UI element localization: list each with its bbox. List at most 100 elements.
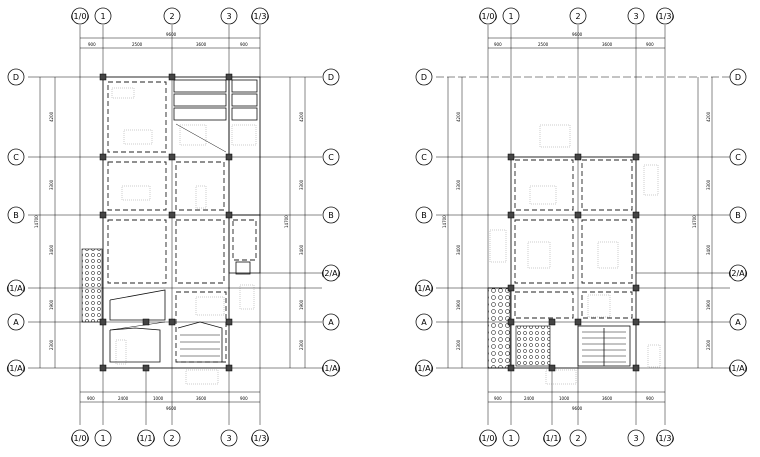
left-floor-plan [28,25,322,425]
left-right-dim-1: 4200 [299,111,304,122]
right-side-dim-4: 1900 [456,299,461,310]
left-top-axis-3: 2 [169,12,174,21]
left-side-dim-2: 3300 [49,179,54,190]
left-side-axis-bubbles: D C B (1/A) A (1/A) [6,68,26,377]
right-side-total: 14700 [442,215,447,228]
left-side-dim-4: 1900 [49,299,54,310]
right-side-axis-bubbles: D C B (1/A) A (1/A) [414,68,434,377]
right-bottom-total: 9600 [572,406,583,411]
right-top-dim-2: 2500 [538,42,549,47]
left-rebar-notes [111,87,257,385]
left-columns [99,73,233,372]
right-right-axis-3: B [735,211,741,220]
left-side-axis-3: B [13,211,19,220]
left-right-dim-2: 3300 [299,179,304,190]
left-bottom-total: 9600 [166,406,177,411]
left-right-axis-2: C [328,153,334,162]
right-right-dim-4: 1900 [706,299,711,310]
left-grid-lines [28,25,322,425]
right-bottom-axis-5: 3 [633,434,638,443]
left-top-axis-2: 1 [100,12,105,21]
left-top-dim-1: 900 [88,42,96,47]
right-stair [577,325,631,367]
left-side-axis-1: D [13,73,19,82]
right-bottom-dim-5: 900 [646,396,654,401]
right-right-axis-extra: (2/A) [728,269,748,278]
right-side-axis-3: B [421,211,427,220]
right-top-dim-3: 3600 [602,42,613,47]
right-bottom-axis-bubbles: (1/0) 1 (1/1) 2 3 (1/3) [478,429,675,447]
left-axis-bubbles: (1/0) 1 2 3 (1/3) (1/0) 1 (1/1) 2 3 (1/3… [6,7,341,447]
left-hatched-area [81,248,103,323]
right-bottom-axis-6: (1/3) [655,434,674,443]
left-bottom-dim-1: 900 [87,396,95,401]
left-bottom-axis-5: 3 [226,434,231,443]
right-axis-bubbles: (1/0) 1 2 3 (1/3) (1/0) 1 (1/1) 2 3 (1/3… [414,7,748,447]
left-right-dim-5: 2300 [299,339,304,350]
left-side-dim-3: 3400 [49,244,54,255]
right-hatched-area-center [515,325,551,367]
left-bottom-axis-4: 2 [169,434,174,443]
right-top-total: 9600 [572,32,583,37]
left-top-dim-3: 3600 [196,42,207,47]
right-beam-outlines [514,159,633,319]
right-right-axis-2: C [735,153,741,162]
left-top-axis-1: (1/0) [70,12,89,21]
left-right-dim-4: 1900 [299,299,304,310]
left-top-total: 9600 [166,32,177,37]
right-right-axis-1: D [735,73,741,82]
right-dimension-text: 900 2500 3600 900 9600 900 2400 1000 360… [442,32,711,411]
left-side-axis-5: A [13,318,19,327]
left-right-axis-1: D [328,73,334,82]
right-right-dim-2: 3300 [706,179,711,190]
right-bottom-dim-1: 900 [494,396,502,401]
right-side-axis-6: (1/A) [414,364,434,373]
left-side-dim-1: 4200 [49,111,54,122]
left-structure-outline [102,76,261,369]
left-right-total: 14700 [284,215,289,228]
right-top-axis-2: 1 [508,12,513,21]
right-grid-lines [436,25,730,425]
right-floor-plan [436,25,730,425]
left-top-axis-4: 3 [226,12,231,21]
left-right-axis-5: A [328,318,334,327]
left-bottom-axis-3: (1/1) [136,434,155,443]
left-bottom-axis-6: (1/3) [250,434,269,443]
right-top-axis-1: (1/0) [478,12,497,21]
right-top-axis-5: (1/3) [655,12,674,21]
right-bottom-dim-4: 3600 [602,396,613,401]
left-room-details [109,79,258,363]
left-side-dim-5: 2300 [49,339,54,350]
right-right-dim-5: 2300 [706,339,711,350]
left-bottom-axis-bubbles: (1/0) 1 (1/1) 2 3 (1/3) [70,429,270,447]
right-bottom-axis-1: (1/0) [478,434,497,443]
left-side-axis-2: C [13,153,19,162]
left-right-axis-extra: (2/A) [321,269,341,278]
right-top-axis-3: 2 [575,12,580,21]
left-bottom-dim-2: 2400 [118,396,129,401]
left-side-total: 14700 [34,215,39,228]
left-right-axis-6: (1/A) [321,364,341,373]
right-right-dim-3: 3400 [706,244,711,255]
right-top-axis-bubbles: (1/0) 1 2 3 (1/3) [478,7,675,25]
right-bottom-axis-2: 1 [508,434,513,443]
right-bottom-axis-3: (1/1) [542,434,561,443]
left-top-axis-5: (1/3) [250,12,269,21]
left-bottom-dim-3: 1000 [153,396,164,401]
left-side-axis-4: (1/A) [6,284,26,293]
right-side-axis-1: D [421,73,427,82]
left-top-dim-2: 2500 [132,42,143,47]
right-top-dim-4: 900 [646,42,654,47]
right-side-dim-3: 3400 [456,244,461,255]
right-side-dim-1: 4200 [456,111,461,122]
left-bottom-axis-2: 1 [100,434,105,443]
right-hatched-area-left [487,287,511,369]
right-right-dim-1: 4200 [706,111,711,122]
right-rebar-notes [489,124,661,385]
right-right-axis-bubbles: D C B (2/A) A (1/A) [728,68,748,377]
right-side-dim-5: 2300 [456,339,461,350]
right-side-axis-5: A [421,318,427,327]
right-bottom-dim-2: 2400 [524,396,535,401]
left-bottom-dim-4: 3600 [196,396,207,401]
